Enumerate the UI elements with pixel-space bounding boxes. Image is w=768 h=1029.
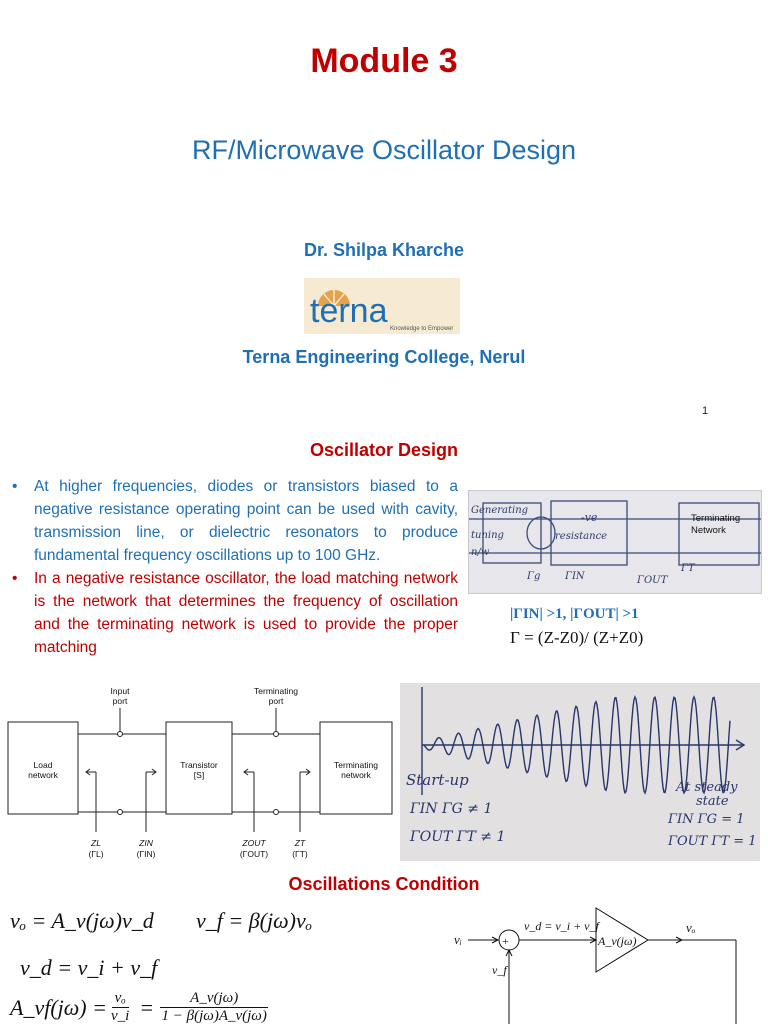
bullet-item: •At higher frequencies, diodes or transi… xyxy=(12,478,458,564)
section-heading-oscillations-condition: Oscillations Condition xyxy=(288,874,480,894)
sketch-label: Terminating xyxy=(691,513,740,524)
equation-lhs: A_vf(jω) = xyxy=(10,994,107,1020)
bullet-text: In a negative resistance oscillator, the… xyxy=(34,570,458,656)
transistor-label: Transistor xyxy=(180,760,218,770)
diagram-label: port xyxy=(113,696,128,706)
bullet-list: •At higher frequencies, diodes or transi… xyxy=(12,475,458,659)
sketch-label: Generating xyxy=(471,505,528,516)
terna-logo-graphic: terna Knowledge to Empower xyxy=(310,290,453,332)
diagram-label: Input xyxy=(111,686,131,696)
impedance-label: (ΓT) xyxy=(292,849,308,859)
impedance-label: (ΓL) xyxy=(88,849,103,859)
terminating-network-label: network xyxy=(341,770,372,780)
amplifier-label: A_v(jω) xyxy=(597,934,636,948)
sketch-label: ΓT xyxy=(680,563,696,574)
equation-vf: v_f = β(jω)vₒ xyxy=(196,908,313,933)
load-network-label: network xyxy=(28,770,59,780)
college-logo: terna Knowledge to Empower xyxy=(304,278,460,334)
sketch-label: At steady xyxy=(675,780,738,795)
sketch-label: resistance xyxy=(555,531,607,542)
signal-label-vd: v_d = v_i + v_f xyxy=(524,919,601,933)
impedance-label: (ΓOUT) xyxy=(240,849,268,859)
equation-vd: v_d = v_i + v_f xyxy=(20,955,158,980)
sketch-label: Γg xyxy=(526,571,540,582)
sketch-label: tuning xyxy=(471,530,504,541)
impedance-label: (ΓIN) xyxy=(137,849,156,859)
feedback-block-diagram: vᵢ + v_d = v_i + v_f A_v(jω) vₒ v_f xyxy=(448,900,760,1024)
impedance-label: ZOUT xyxy=(241,838,266,848)
sketch-label: ΓIN ΓG = 1 xyxy=(667,812,745,827)
sketch-label: Network xyxy=(691,525,726,536)
sketch-label: n/w xyxy=(471,547,490,558)
load-network-label: Load xyxy=(34,760,53,770)
signal-label-vo: vₒ xyxy=(686,920,696,935)
slide-title: Module 3 xyxy=(310,42,458,80)
sketch-label: ΓOUT ΓT ≠ 1 xyxy=(409,829,505,845)
bullet-item: •In a negative resistance oscillator, th… xyxy=(12,570,458,656)
impedance-label: ZL xyxy=(90,838,101,848)
signal-label-vf: v_f xyxy=(492,963,508,977)
fraction-numerator: A_v(jω) xyxy=(160,990,269,1008)
handwritten-network-sketch: Generating tuning n/w -ve resistance Ter… xyxy=(468,490,762,594)
section-heading-oscillator-design: Oscillator Design xyxy=(309,440,459,460)
sketch-label: ΓOUT xyxy=(636,575,669,586)
equation-avf: A_vf(jω) = vₒ v_i = A_v(jω) 1 − β(jω)A_v… xyxy=(10,990,269,1025)
sketch-label: ΓOUT ΓT = 1 xyxy=(667,834,757,849)
fraction-numerator: vₒ xyxy=(111,990,129,1008)
fraction-denominator: v_i xyxy=(110,1008,130,1024)
impedance-label: ZT xyxy=(294,838,306,848)
logo-tagline: Knowledge to Empower xyxy=(390,326,453,332)
bullet-text: At higher frequencies, diodes or transis… xyxy=(34,478,458,564)
slide-subtitle: RF/Microwave Oscillator Design xyxy=(191,135,577,165)
signal-label-vi: vᵢ xyxy=(454,932,462,947)
terminating-network-label: Terminating xyxy=(334,760,378,770)
sketch-label: Start-up xyxy=(406,771,469,789)
transistor-label: [S] xyxy=(194,770,204,780)
logo-wordmark: terna xyxy=(310,292,388,330)
page-number: 1 xyxy=(702,405,709,417)
impedance-label: ZIN xyxy=(138,838,154,848)
fraction: vₒ v_i xyxy=(111,990,129,1025)
gamma-formula: Γ = (Z-Z0)/ (Z+Z0) xyxy=(510,628,644,647)
summer-plus: + xyxy=(502,934,509,948)
sketch-label: ΓIN ΓG ≠ 1 xyxy=(409,801,492,817)
oscillation-waveform xyxy=(423,695,731,795)
author-name: Dr. Shilpa Kharche xyxy=(303,240,465,260)
sketch-label: state xyxy=(696,794,729,809)
gamma-condition: |ΓIN| >1, |ΓOUT| >1 xyxy=(510,606,639,622)
fraction: A_v(jω) 1 − β(jω)A_v(jω) xyxy=(160,990,269,1025)
oscillator-block-diagram: Input port Terminating port Load network… xyxy=(6,682,394,864)
equation-vo: vₒ = A_v(jω)v_d xyxy=(10,908,154,933)
handwritten-oscillation-sketch: Start-up ΓIN ΓG ≠ 1 ΓOUT ΓT ≠ 1 At stead… xyxy=(400,683,760,861)
diagram-label: Terminating xyxy=(254,686,298,696)
college-name: Terna Engineering College, Nerul xyxy=(242,347,526,367)
fraction-denominator: 1 − β(jω)A_v(jω) xyxy=(161,1008,267,1024)
diagram-label: port xyxy=(269,696,284,706)
sketch-label: ΓIN xyxy=(564,571,586,582)
sketch-label: -ve xyxy=(581,511,598,524)
